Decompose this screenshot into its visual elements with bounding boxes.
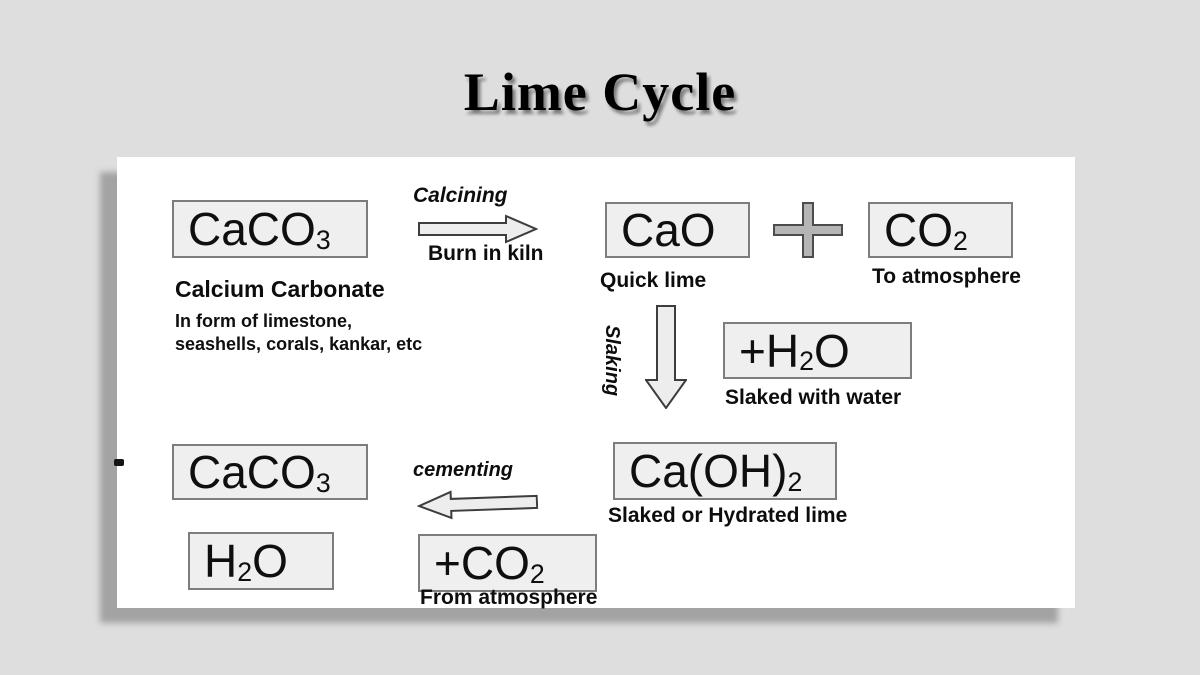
plus-icon — [773, 202, 843, 258]
formula-text: +H — [739, 324, 800, 377]
quick-lime-label: Quick lime — [600, 269, 707, 292]
formula-subscript: 2 — [787, 466, 803, 497]
slaked-or-hydrated-lime-label: Slaked or Hydrated lime — [608, 504, 848, 527]
formula-text: O — [813, 324, 850, 377]
cementing-left-arrow-icon — [416, 490, 539, 520]
formula-subscript: 2 — [799, 346, 814, 377]
slaking-down-arrow-icon — [645, 305, 687, 409]
formula-text: CO — [884, 204, 953, 256]
formula-text: +CO — [434, 537, 530, 589]
cementing-label: cementing — [413, 459, 514, 481]
slaking-label: Slaking — [601, 325, 623, 397]
formula-text: O — [252, 535, 288, 587]
edge-mark — [114, 459, 124, 466]
formula-subscript: 2 — [953, 225, 968, 256]
formula-text: CaO — [621, 204, 716, 256]
formula-text: CaCO — [188, 446, 316, 498]
burn-in-kiln-label: Burn in kiln — [428, 242, 544, 265]
formula-subscript: 3 — [315, 467, 331, 498]
page-title: Lime Cycle — [463, 62, 737, 122]
in-form-caption: In form of limestone, seashells, corals,… — [175, 310, 422, 356]
calcining-right-arrow-icon — [418, 214, 538, 244]
formula-text: Ca(OH) — [629, 445, 788, 497]
slaked-with-water-label: Slaked with water — [725, 386, 902, 409]
formula-box-cao: CaO — [605, 202, 750, 258]
formula-subscript: 2 — [237, 556, 253, 587]
to-atmosphere-label: To atmosphere — [872, 265, 1021, 288]
formula-text: CaCO — [188, 203, 316, 255]
in-form-line2: seashells, corals, kankar, etc — [175, 334, 423, 354]
formula-subscript: 2 — [529, 558, 545, 589]
in-form-line1: In form of limestone, — [175, 311, 353, 331]
formula-box-caoh2: Ca(OH)2 — [613, 442, 837, 500]
formula-subscript: 3 — [315, 224, 331, 255]
from-atmosphere-label: From atmosphere — [420, 586, 598, 609]
calcium-carbonate-label: Calcium Carbonate — [175, 276, 385, 302]
formula-text: H — [204, 535, 238, 587]
calcining-label: Calcining — [413, 184, 508, 207]
